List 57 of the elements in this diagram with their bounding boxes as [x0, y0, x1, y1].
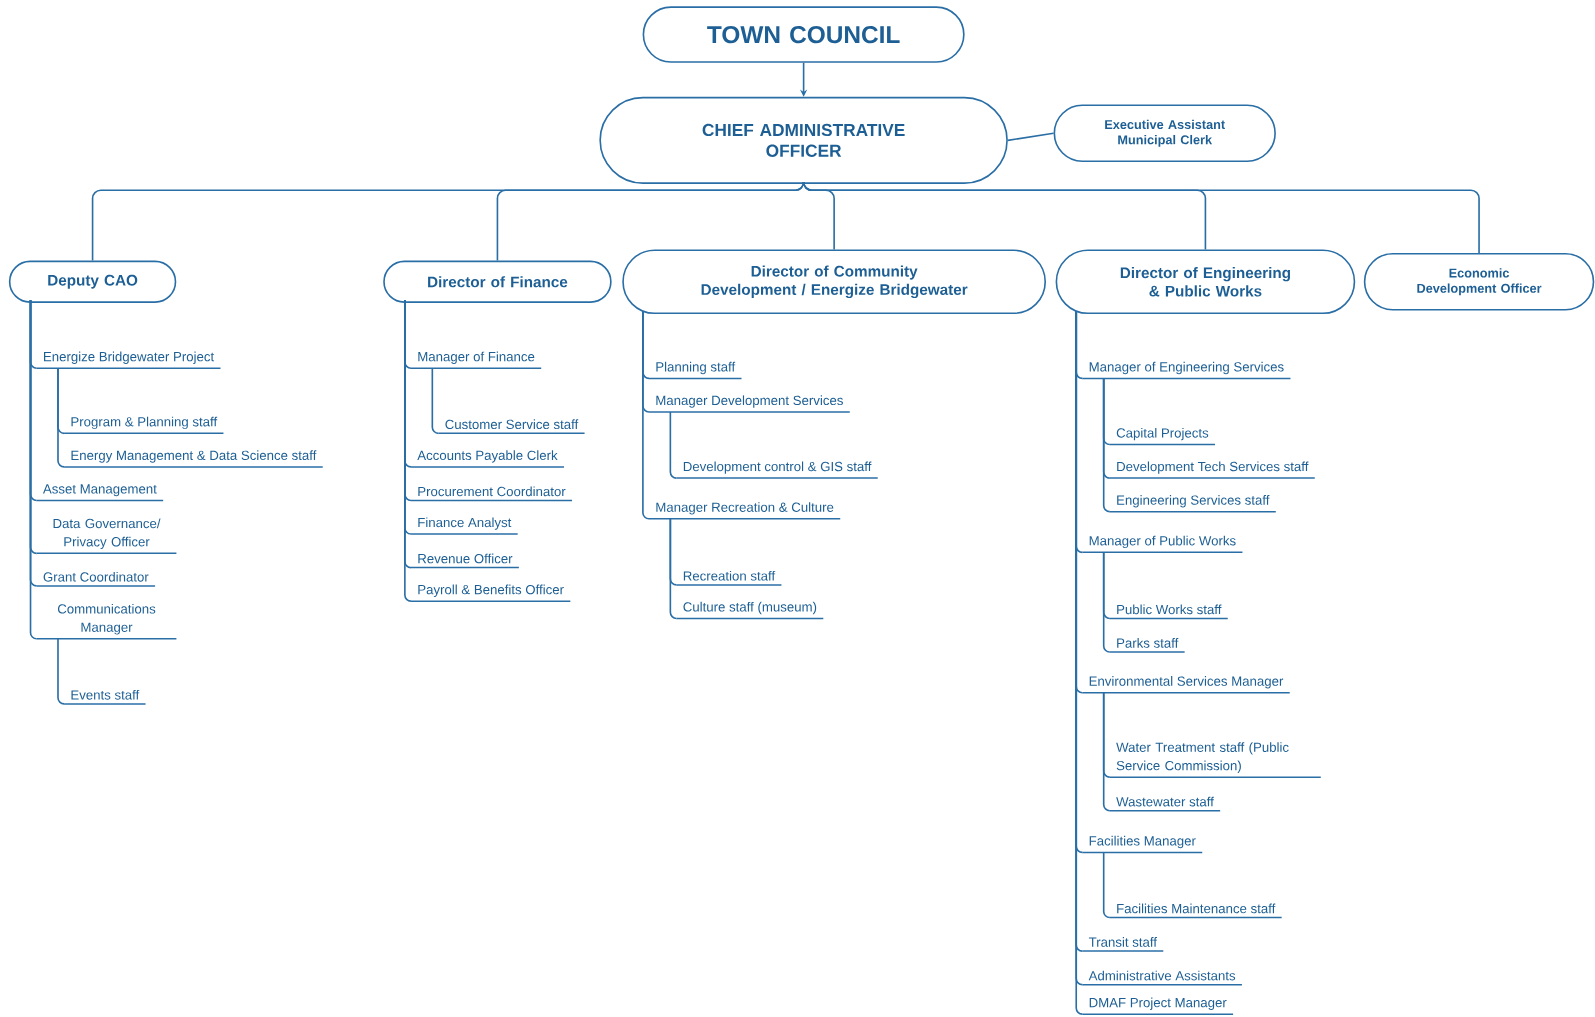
underlined-title: Procurement Coordinator — [410, 486, 573, 502]
underlined-title: Planning staff — [648, 361, 743, 380]
underlined-title: Administrative Assistants — [1081, 970, 1243, 986]
officer-box: Economic Development Officer — [1363, 252, 1595, 311]
connector — [431, 367, 440, 435]
director-box: Director of Finance — [383, 260, 612, 303]
underlined-title: Grant Coordinator — [35, 571, 156, 587]
underlined-title: Payroll & Benefits Officer — [410, 584, 572, 602]
underlined-title: Manager of Public Works — [1081, 535, 1244, 553]
underlined-title: Development control & GIS staff — [675, 461, 879, 479]
underlined-title: Engineering Services staff — [1109, 494, 1277, 513]
underlined-title: Development Tech Services staff — [1109, 461, 1316, 479]
underlined-title: Program & Planning staff — [63, 416, 225, 434]
connector — [1102, 551, 1111, 653]
underlined-title: Communications Manager — [35, 603, 178, 640]
connector — [1102, 691, 1111, 812]
underlined-title: Wastewater staff — [1109, 796, 1221, 812]
connector — [57, 367, 65, 468]
underlined-title: Customer Service staff — [437, 419, 586, 434]
chief-box: CHIEF ADMINISTRATIVE OFFICER — [599, 96, 1008, 184]
underlined-title: Finance Analyst — [410, 517, 519, 535]
underlined-title: Revenue Officer — [410, 553, 520, 569]
connector — [669, 411, 678, 479]
connector — [642, 310, 650, 520]
connector — [29, 299, 38, 640]
council-box: TOWN COUNCIL — [642, 6, 965, 63]
underlined-title: Facilities Maintenance staff — [1109, 903, 1283, 919]
underlined-title: Facilities Manager — [1081, 835, 1203, 854]
underlined-title: Manager of Engineering Services — [1081, 361, 1292, 380]
underlined-title: Energy Management & Data Science staff — [63, 450, 324, 468]
underlined-title: Transit staff — [1081, 937, 1165, 952]
underlined-title: Manager Development Services — [648, 395, 851, 413]
director-box: Deputy CAO — [8, 260, 177, 303]
underlined-title: Data Governance/ Privacy Officer — [35, 518, 178, 555]
underlined-title: Events staff — [63, 689, 147, 705]
underlined-title: Public Works staff — [1109, 604, 1229, 620]
underlined-title: Accounts Payable Clerk — [410, 450, 565, 468]
underlined-title: Asset Management — [35, 484, 164, 502]
director-box: Director of Community Development / Energize Bridgewater — [622, 249, 1047, 314]
underlined-title: DMAF Project Manager — [1081, 997, 1234, 1015]
connector — [57, 637, 65, 705]
underlined-title: Manager of Finance — [410, 351, 542, 369]
underlined-title: Recreation staff — [675, 570, 783, 586]
connector — [1007, 132, 1055, 142]
underlined-title: Water Treatment staff (Public Service Commission) — [1109, 742, 1322, 778]
connector — [496, 181, 805, 262]
underlined-title: Manager Recreation & Culture — [648, 502, 841, 520]
connector — [669, 517, 678, 620]
underlined-title: Capital Projects — [1109, 427, 1216, 446]
connector — [1102, 851, 1111, 919]
underlined-title: Culture staff (museum) — [675, 601, 825, 620]
assistant-box: Executive Assistant Municipal Clerk — [1053, 104, 1276, 162]
underlined-title: Environmental Services Manager — [1081, 676, 1291, 694]
connector — [1102, 377, 1111, 513]
underlined-title: Parks staff — [1109, 637, 1186, 653]
director-box: Director of Engineering & Public Works — [1055, 249, 1356, 314]
underlined-title: Energize Bridgewater Project — [35, 351, 222, 369]
